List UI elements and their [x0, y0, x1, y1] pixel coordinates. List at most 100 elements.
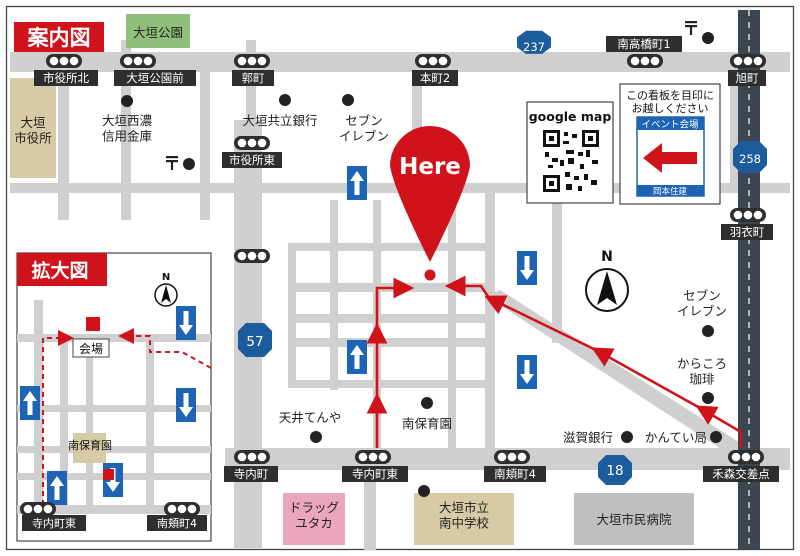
poi-dot — [710, 431, 722, 443]
signal-label: 大垣公園前 — [126, 71, 184, 85]
signal-label: 禾森交差点 — [712, 467, 770, 481]
signal-honmachi2: 本町2 — [412, 54, 458, 86]
poi-dot — [121, 95, 133, 107]
inset-hoikuen-marker — [103, 469, 114, 480]
poi-dot — [702, 392, 714, 404]
signal-label: 市役所東 — [229, 153, 275, 167]
signal-label: 南高橋町1 — [617, 37, 670, 51]
poi-dot — [418, 485, 430, 497]
inset-signal-label: 南頬町4 — [157, 516, 197, 530]
route-18-text: 18 — [606, 463, 623, 479]
poi-dot — [621, 431, 633, 443]
here-marker: Here — [390, 126, 470, 281]
signal-label: 南頬町4 — [494, 467, 536, 481]
compass-north-label: N — [601, 249, 613, 265]
inset-signal-label: 寺内町東 — [32, 516, 76, 530]
route-258-text: 258 — [739, 152, 761, 166]
signal-minamitakahashi1: 南高橋町1 — [606, 36, 682, 68]
block-drug-yutaka — [283, 493, 345, 545]
diagonal-road — [486, 290, 745, 456]
signal-shiyakushokita: 市役所北 — [34, 54, 98, 86]
block-shimin-byoin — [574, 493, 694, 545]
ogaki-koen-label: 大垣公園 — [133, 25, 183, 40]
poi-dot — [310, 431, 322, 443]
signal-ogakikoenmae: 大垣公園前 — [114, 54, 196, 86]
poi-dot — [342, 94, 354, 106]
shiga-bank-label: 滋賀銀行 — [563, 430, 613, 445]
route-237-shield: 237 — [517, 30, 551, 54]
map-title: 案内図 — [14, 22, 104, 52]
signal-nemorikosaten: 禾森交差点 — [703, 450, 779, 482]
one-way-up-icon — [20, 386, 40, 420]
minami-hoikuen-label: 南保育園 — [402, 416, 452, 431]
seino-shinkin-label: 大垣西濃信用金庫 — [102, 113, 153, 144]
tenya-label: 天井てんや — [279, 410, 342, 425]
one-way-down-icon — [517, 355, 537, 389]
inset-title: 拡大図 — [31, 259, 88, 282]
signal-label: 郭町 — [242, 71, 265, 85]
qr-title: google map — [529, 109, 612, 124]
one-way-down-icon — [517, 251, 537, 285]
one-way-up-icon — [47, 471, 67, 505]
poi-dot — [183, 158, 195, 170]
route-258-shield: 258 — [733, 141, 767, 173]
signal-shiyakushohigashi: 市役所東 — [222, 136, 282, 168]
signal-label: 寺内町東 — [352, 467, 398, 481]
route-57-shield: 57 — [238, 323, 272, 357]
inset-route — [42, 328, 212, 505]
block-ogaki-koen — [126, 14, 190, 48]
here-text: Here — [399, 154, 461, 180]
seven-eleven-label: セブンイレブン — [339, 113, 389, 144]
inset-hoikuen-block — [73, 433, 106, 463]
shimin-byoin-label: 大垣市民病院 — [596, 512, 672, 527]
inset-map: 拡大図 N 会場 南保育園 寺内町東 南頬町4 — [16, 252, 212, 542]
signal-label: 寺内町 — [234, 467, 269, 481]
compass: N — [585, 249, 629, 312]
poi-dot — [702, 325, 714, 337]
poi-dot — [279, 94, 291, 106]
sign-line1: この看板を目印に — [626, 88, 714, 102]
kyoritsu-bank-label: 大垣共立銀行 — [242, 113, 317, 128]
inset-signal — [20, 502, 56, 516]
title-text: 案内図 — [27, 26, 91, 50]
signal-minamiyoricho4: 南頬町4 — [484, 450, 546, 482]
route-57-text: 57 — [246, 334, 263, 350]
drug-yutaka-label: ドラッグユタカ — [289, 500, 339, 531]
signal-label: 市役所北 — [43, 71, 89, 85]
sign-line2: お越しください — [632, 101, 709, 115]
block-minami-chugakko — [414, 493, 514, 545]
poi-dot — [702, 32, 714, 44]
minami-chugakko-label: 大垣市立南中学校 — [439, 500, 490, 531]
inset-signal — [164, 502, 200, 516]
block-shiyakusho — [10, 78, 56, 178]
kantei-label: かんてい局 — [645, 430, 707, 445]
qr-code-icon — [543, 130, 599, 192]
signal-label: 本町2 — [420, 71, 450, 85]
signal-kurumamachi: 郭町 — [232, 54, 274, 86]
signal-label: 旭町 — [736, 71, 759, 85]
inset-compass-north: N — [162, 272, 170, 283]
event-signboard: この看板を目印に お越しください イベント会場 岡本住建 — [619, 83, 721, 205]
one-way-down-icon — [176, 306, 196, 340]
seven-eleven-2-label: セブンイレブン — [677, 288, 727, 319]
signal-hagoromocho: 羽衣町 — [721, 208, 773, 240]
signal-terauchicho: 寺内町 — [224, 450, 278, 482]
left-arrow-icon — [643, 143, 697, 173]
venue-label: 会場 — [79, 342, 103, 356]
inset-hoikuen-label: 南保育園 — [68, 438, 112, 452]
signal-asahimachi: 旭町 — [728, 54, 766, 86]
one-way-down-icon — [176, 388, 196, 422]
sign-footer: 岡本住建 — [653, 186, 688, 197]
venue-marker — [86, 317, 100, 331]
one-way-up-icon — [347, 166, 367, 200]
google-map-qr-card[interactable]: google map — [526, 101, 614, 204]
sign-header: イベント会場 — [641, 119, 699, 131]
one-way-up-icon — [347, 340, 367, 374]
shiyakusho-label: 大垣市役所 — [14, 115, 52, 146]
signal-kanayamamachi-mid — [234, 249, 270, 263]
route-237-text: 237 — [523, 40, 545, 54]
poi-dot — [421, 397, 433, 409]
route-path — [366, 275, 743, 448]
karakoro-coffee-label: からころ珈琲 — [677, 356, 727, 387]
